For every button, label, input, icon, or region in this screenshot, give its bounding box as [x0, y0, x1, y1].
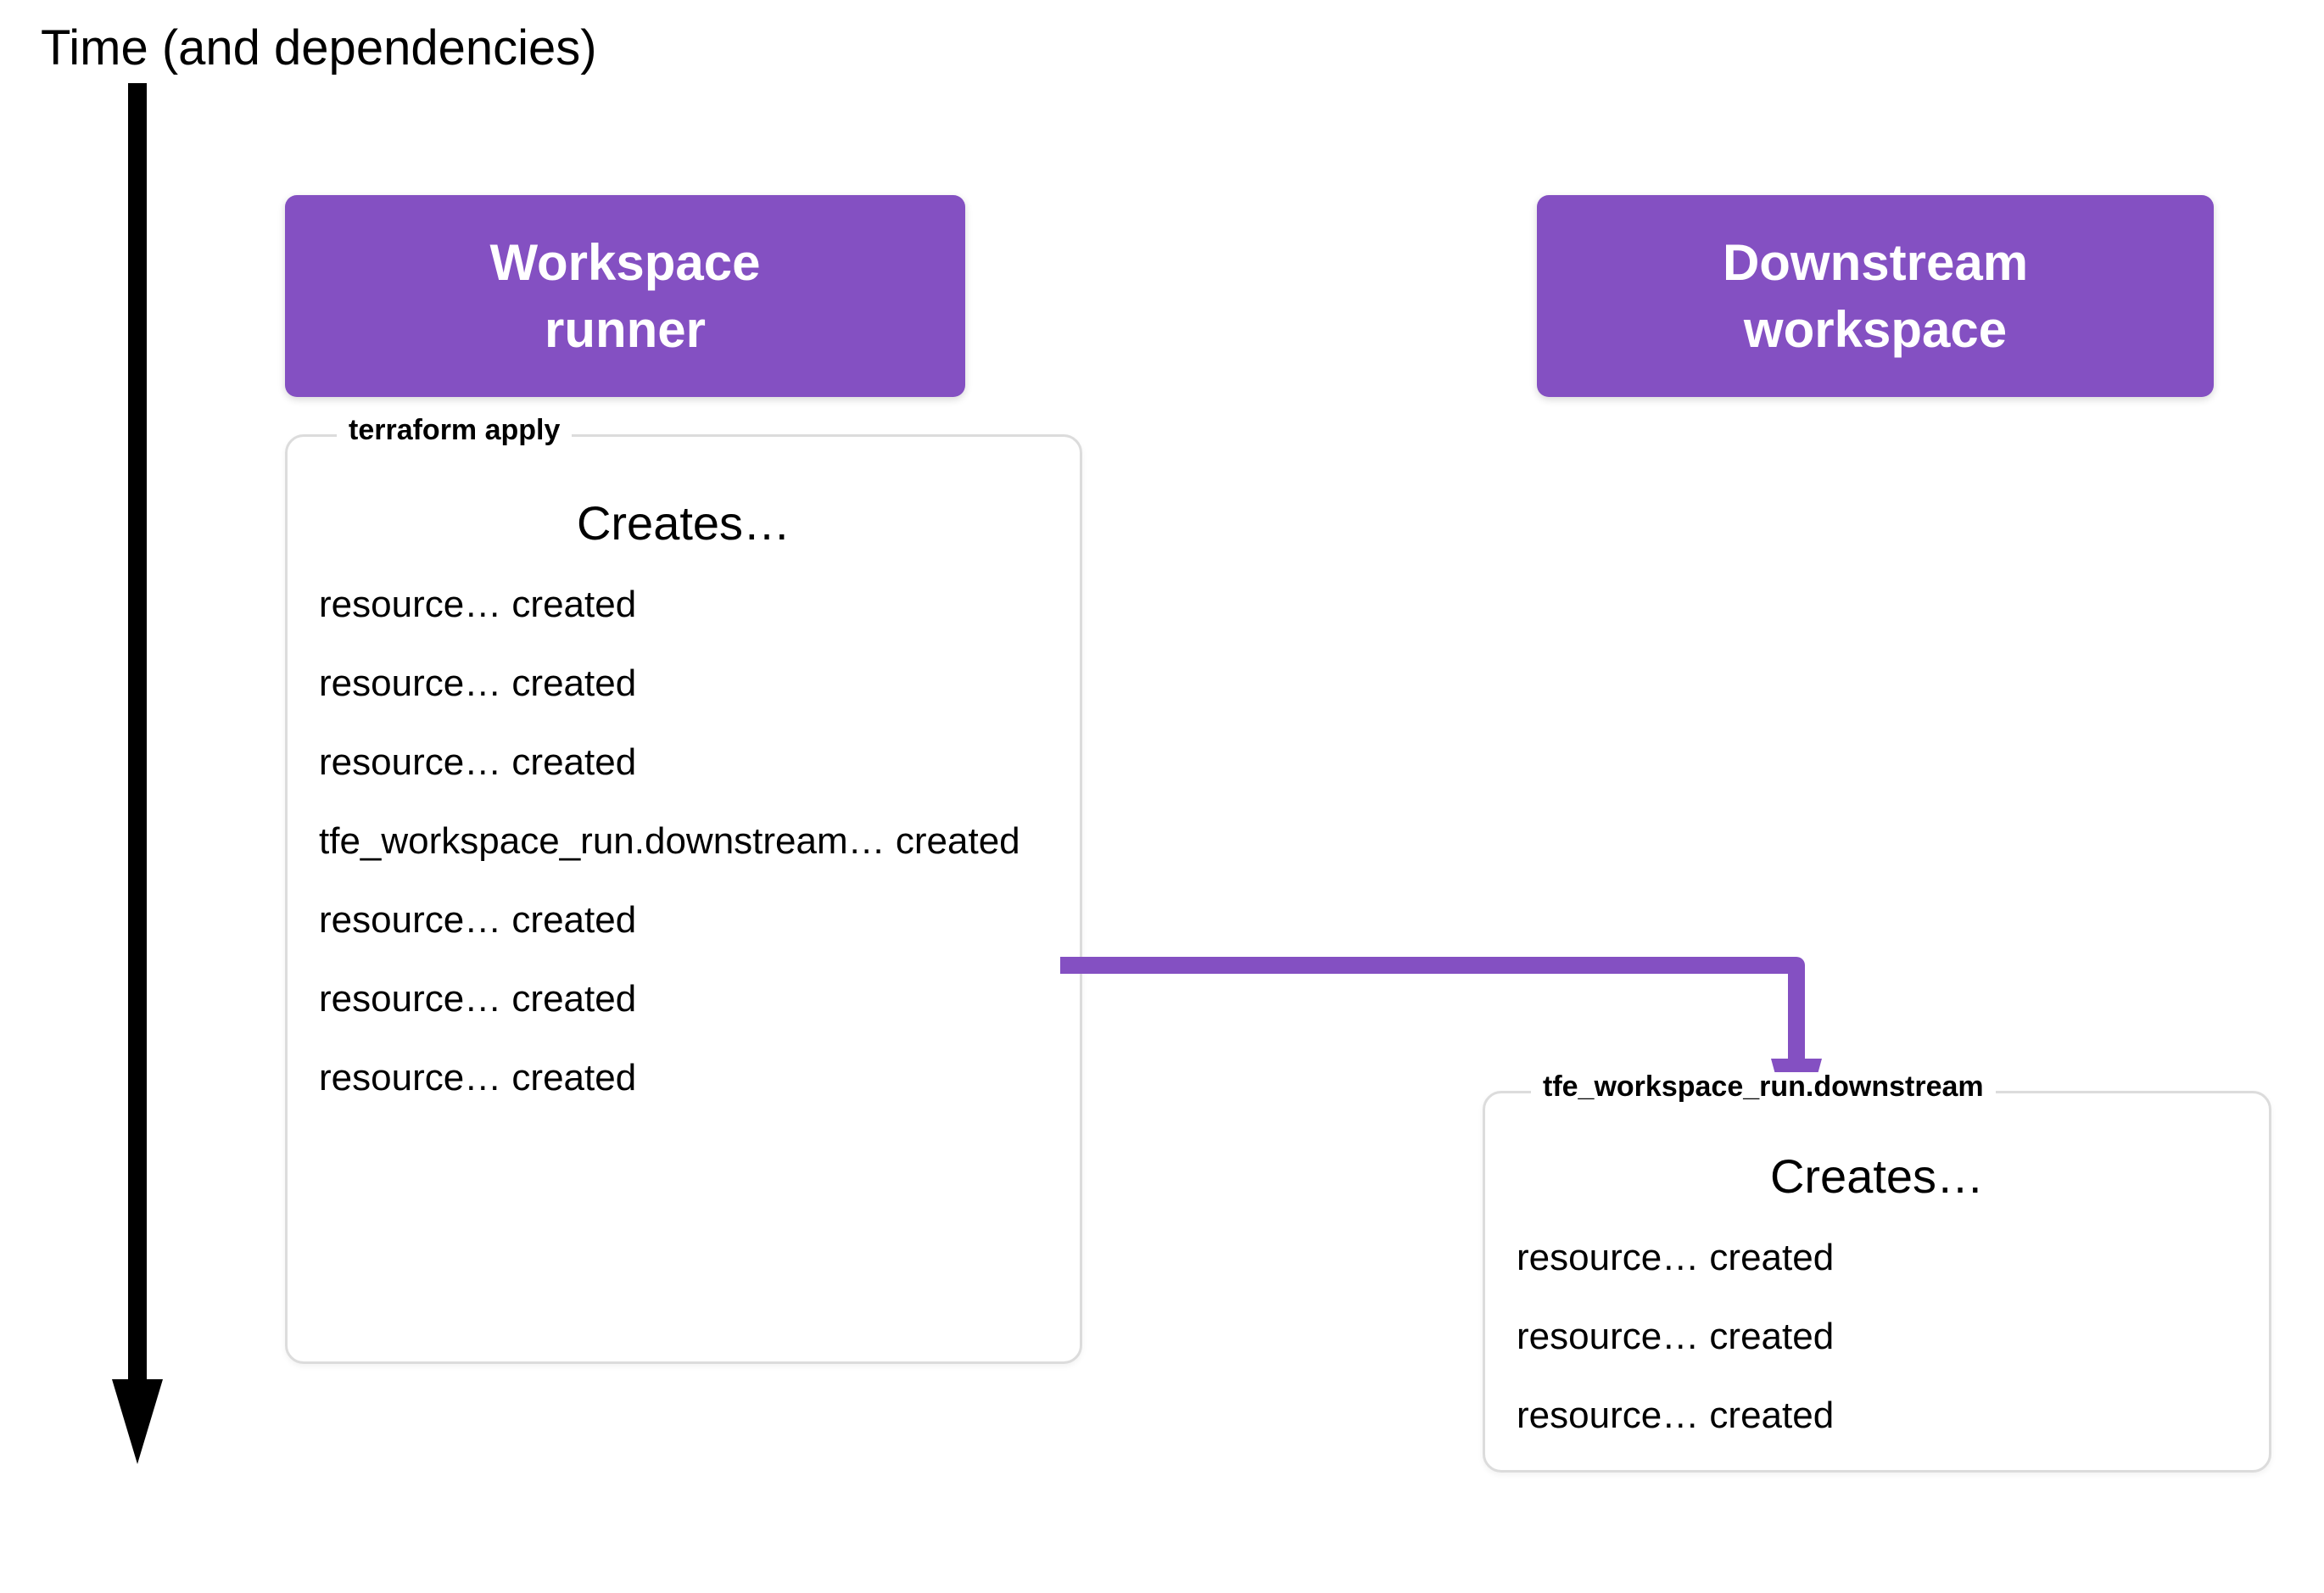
list-item: resource… created: [1517, 1395, 1835, 1436]
panel-legend-tfe-workspace-run-downstream: tfe_workspace_run.downstream: [1531, 1072, 1996, 1101]
panel-tfe-workspace-run-downstream: tfe_workspace_run.downstream Creates… re…: [1483, 1072, 2271, 1473]
header-workspace-runner: Workspace runner: [285, 195, 965, 397]
panel-terraform-apply: terraform apply Creates… resource… creat…: [285, 416, 1082, 1364]
time-axis-arrow-icon: [112, 83, 163, 1464]
header-line-2: workspace: [1743, 301, 2008, 358]
header-line-1: Downstream: [1722, 233, 2029, 291]
list-item: resource… created: [1517, 1237, 1835, 1278]
header-downstream-workspace: Downstream workspace: [1537, 195, 2214, 397]
header-line-1: Workspace: [489, 233, 761, 291]
list-item: resource… created: [319, 1057, 637, 1098]
list-item-tfe-workspace-run-downstream: tfe_workspace_run.downstream… created: [319, 820, 1020, 862]
header-line-2: runner: [544, 301, 707, 358]
list-item: resource… created: [319, 978, 637, 1020]
panel-title-creates: Creates…: [576, 496, 791, 550]
resource-list-runner: resource… created resource… created reso…: [319, 586, 1063, 1097]
panel-title-creates: Creates…: [1769, 1149, 1985, 1203]
resource-list-downstream: resource… created resource… created reso…: [1517, 1239, 2252, 1434]
list-item: resource… created: [319, 662, 637, 704]
list-item: resource… created: [1517, 1316, 1835, 1357]
list-item: resource… created: [319, 584, 637, 625]
list-item: resource… created: [319, 899, 637, 941]
panel-legend-terraform-apply: terraform apply: [337, 416, 573, 444]
time-axis-label: Time (and dependencies): [41, 20, 597, 75]
list-item: resource… created: [319, 741, 637, 783]
